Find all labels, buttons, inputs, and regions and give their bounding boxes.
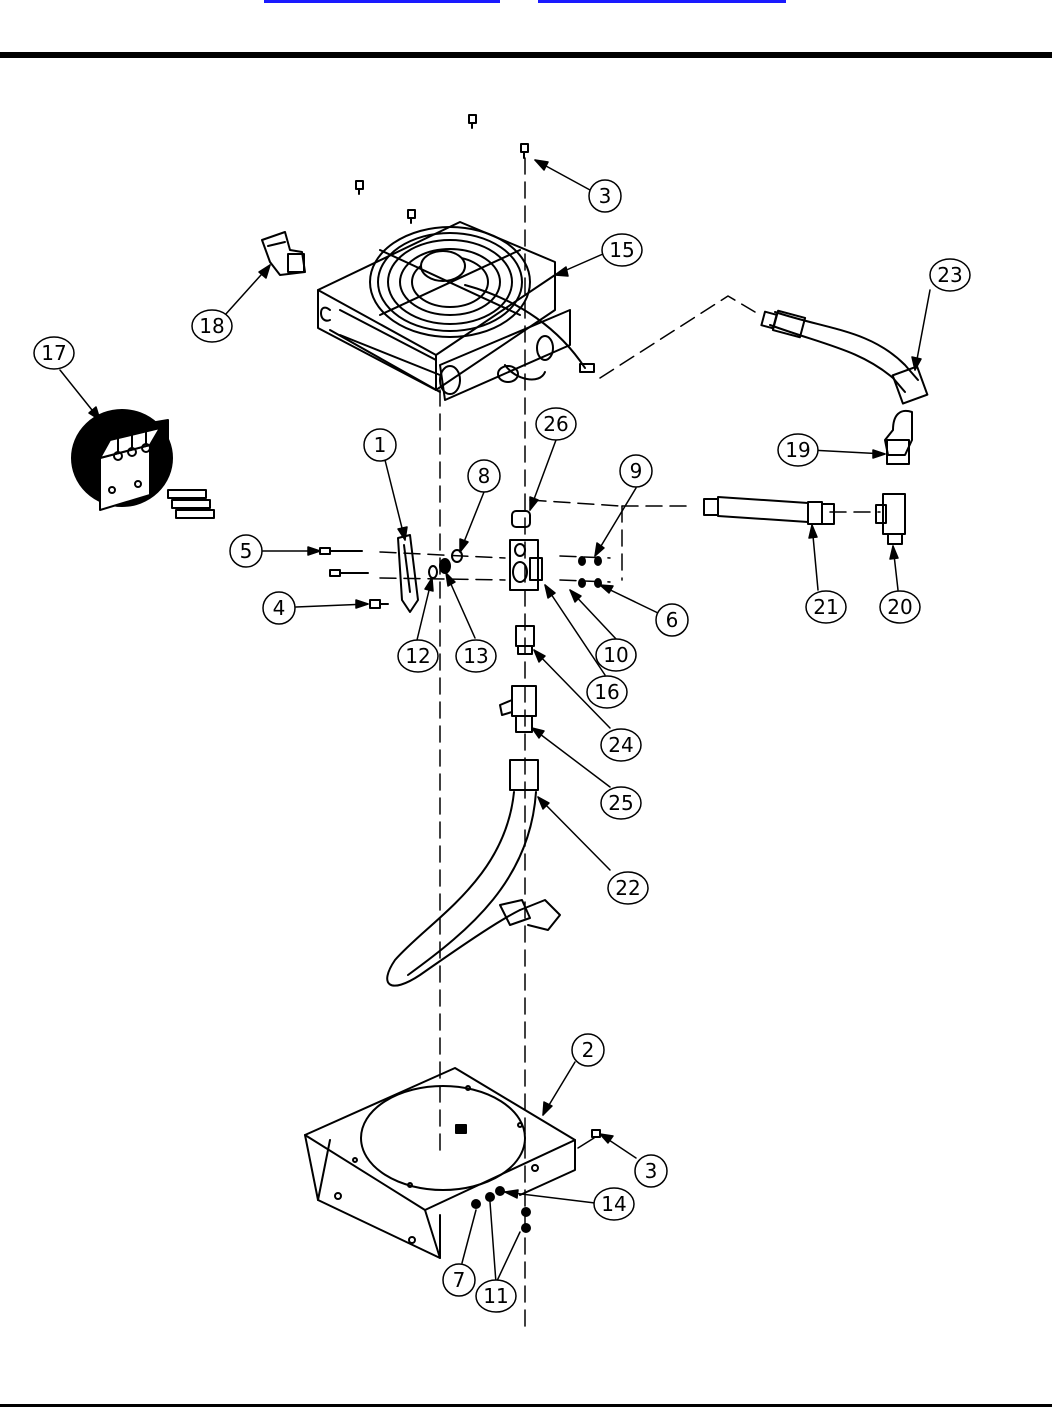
callout-3-bottom: 3 xyxy=(635,1155,667,1187)
tee-20-icon xyxy=(876,494,905,544)
callout-12: 12 xyxy=(398,640,438,672)
svg-text:6: 6 xyxy=(666,608,679,632)
svg-text:4: 4 xyxy=(273,596,286,620)
svg-text:1: 1 xyxy=(374,433,387,457)
oil-cooler-fan-icon xyxy=(318,222,594,400)
svg-text:8: 8 xyxy=(478,464,491,488)
callout-5: 5 xyxy=(230,535,262,567)
fitting-24-25-icon xyxy=(500,626,536,732)
svg-text:11: 11 xyxy=(483,1284,508,1308)
callout-20: 20 xyxy=(880,591,920,623)
svg-text:25: 25 xyxy=(608,791,633,815)
callout-7: 7 xyxy=(443,1264,475,1296)
callout-9: 9 xyxy=(620,455,652,487)
callout-19: 19 xyxy=(778,434,818,466)
callout-23: 23 xyxy=(930,259,970,291)
svg-text:3: 3 xyxy=(645,1159,658,1183)
svg-text:16: 16 xyxy=(594,680,619,704)
callout-2: 2 xyxy=(572,1034,604,1066)
bracket-1-icon xyxy=(398,535,418,612)
callout-8: 8 xyxy=(468,460,500,492)
callout-10: 10 xyxy=(596,639,636,671)
solenoid-valve-icon xyxy=(72,410,214,518)
callout-1: 1 xyxy=(364,429,396,461)
callout-26: 26 xyxy=(536,408,576,440)
callout-16: 16 xyxy=(587,676,627,708)
callout-group: 3 15 18 23 17 1 26 8 9 19 5 4 6 21 20 12… xyxy=(34,180,970,1312)
hose-21-icon xyxy=(704,497,834,524)
callout-3-top: 3 xyxy=(589,180,621,212)
callout-17: 17 xyxy=(34,337,74,369)
svg-text:3: 3 xyxy=(599,184,612,208)
svg-text:19: 19 xyxy=(785,438,810,462)
svg-text:10: 10 xyxy=(603,643,628,667)
svg-text:22: 22 xyxy=(615,876,640,900)
callout-11: 11 xyxy=(476,1280,516,1312)
svg-text:7: 7 xyxy=(453,1268,466,1292)
callout-24: 24 xyxy=(601,729,641,761)
callout-14: 14 xyxy=(594,1188,634,1220)
elbow-19-icon xyxy=(885,411,912,464)
svg-text:15: 15 xyxy=(609,238,634,262)
callout-22: 22 xyxy=(608,872,648,904)
svg-text:23: 23 xyxy=(937,263,962,287)
callout-13: 13 xyxy=(456,640,496,672)
callout-4: 4 xyxy=(263,592,295,624)
svg-text:17: 17 xyxy=(41,341,66,365)
svg-text:13: 13 xyxy=(463,644,488,668)
svg-text:14: 14 xyxy=(601,1192,626,1216)
hose-22-icon xyxy=(387,760,560,986)
callout-21: 21 xyxy=(806,591,846,623)
svg-text:18: 18 xyxy=(199,314,224,338)
screw-icon-group xyxy=(356,115,528,223)
valve-body-icon xyxy=(510,511,542,590)
hose-23-icon xyxy=(761,311,927,404)
svg-text:21: 21 xyxy=(813,595,838,619)
svg-text:12: 12 xyxy=(405,644,430,668)
callout-15: 15 xyxy=(602,234,642,266)
bolt-icon-group xyxy=(320,548,388,608)
svg-text:5: 5 xyxy=(240,539,253,563)
svg-text:9: 9 xyxy=(630,459,643,483)
svg-text:20: 20 xyxy=(887,595,912,619)
callout-6: 6 xyxy=(656,604,688,636)
svg-text:2: 2 xyxy=(582,1038,595,1062)
callout-18: 18 xyxy=(192,310,232,342)
svg-text:26: 26 xyxy=(543,412,568,436)
callout-25: 25 xyxy=(601,787,641,819)
mounting-pan-icon xyxy=(305,1068,600,1258)
svg-text:24: 24 xyxy=(608,733,633,757)
